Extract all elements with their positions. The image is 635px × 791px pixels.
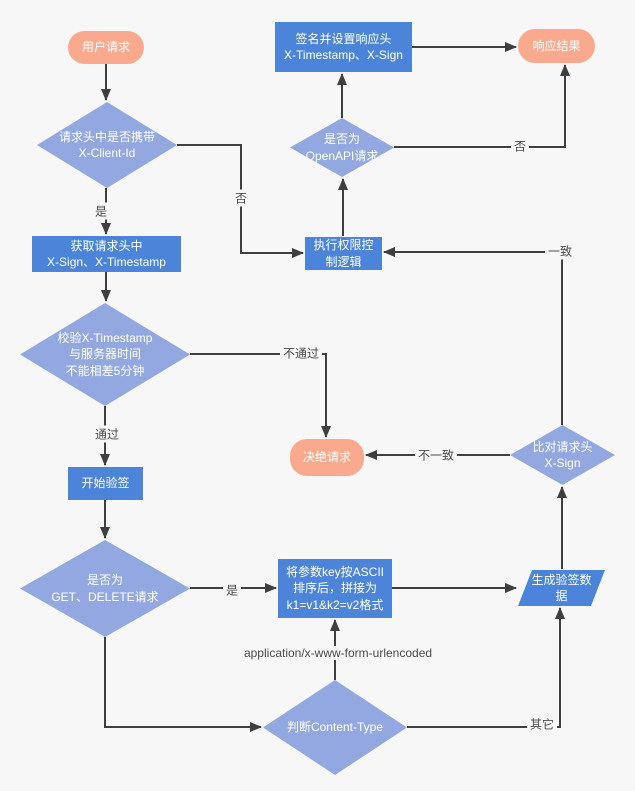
edge-label-pass: 通过 bbox=[91, 425, 123, 443]
edge-label-other: 其它 bbox=[526, 715, 558, 733]
sign-response-label: 签名并设置响应头 X-Timestamp、X-Sign bbox=[284, 31, 403, 62]
edge-label-mismatch: 不一致 bbox=[414, 446, 458, 464]
edge-label-no-openapi: 否 bbox=[510, 137, 530, 155]
perm-control-label: 执行权限控 制逻辑 bbox=[313, 238, 374, 269]
edge-is-openapi-no-to-result bbox=[394, 64, 570, 148]
edge-label-yes-client-id: 是 bbox=[91, 202, 111, 220]
start-verify-process: 开始验签 bbox=[68, 467, 143, 500]
sort-params-process: 将参数key按ASCII 排序后，拼接为 k1=v1&k2=v2格式 bbox=[278, 559, 392, 618]
reject-request-label: 决绝请求 bbox=[302, 450, 351, 465]
gen-sign-data-label: 生成验签数 据 bbox=[531, 572, 592, 603]
reject-request-node: 决绝请求 bbox=[290, 439, 364, 476]
start-node-label: 用户请求 bbox=[81, 40, 130, 55]
edge-label-form-urlencoded: application/x-www-form-urlencoded bbox=[240, 646, 436, 660]
edge-check-timestamp-fail bbox=[190, 353, 331, 438]
check-client-id-label: 请求头中是否携带 X-Client-Id bbox=[58, 129, 155, 160]
edge-label-yes-get-delete: 是 bbox=[222, 581, 242, 599]
compare-sign-label: 比对请求头 X-Sign bbox=[532, 439, 593, 470]
response-result-label: 响应结果 bbox=[532, 38, 581, 53]
gen-sign-data-io: 生成验签数 据 bbox=[518, 570, 605, 606]
get-headers-label: 获取请求头中 X-Sign、X-Timestamp bbox=[47, 238, 166, 269]
response-result-node: 响应结果 bbox=[518, 29, 595, 63]
edge-compare-match bbox=[383, 247, 563, 425]
check-timestamp-label: 校验X-Timestamp 与服务器时间 不能相差5分钟 bbox=[57, 331, 153, 378]
sign-response-process: 签名并设置响应头 X-Timestamp、X-Sign bbox=[275, 22, 412, 72]
edge-label-match: 一致 bbox=[544, 242, 576, 260]
check-content-type-label: 判断Content-Type bbox=[286, 720, 384, 735]
is-get-delete-label: 是否为 GET、DELETE请求 bbox=[51, 573, 159, 604]
start-node: 用户请求 bbox=[68, 31, 144, 64]
sort-params-label: 将参数key按ASCII 排序后，拼接为 k1=v1&k2=v2格式 bbox=[285, 565, 385, 612]
edge-label-no-client-id: 否 bbox=[231, 189, 251, 207]
edge-content-type-other bbox=[407, 607, 565, 728]
perm-control-process: 执行权限控 制逻辑 bbox=[305, 237, 382, 270]
get-headers-process: 获取请求头中 X-Sign、X-Timestamp bbox=[32, 236, 181, 272]
is-openapi-label: 是否为 OpenAPI请求 bbox=[305, 132, 379, 163]
edge-is-get-delete-no bbox=[104, 637, 262, 732]
start-verify-label: 开始验签 bbox=[81, 476, 130, 491]
edge-label-fail: 不通过 bbox=[279, 344, 323, 362]
